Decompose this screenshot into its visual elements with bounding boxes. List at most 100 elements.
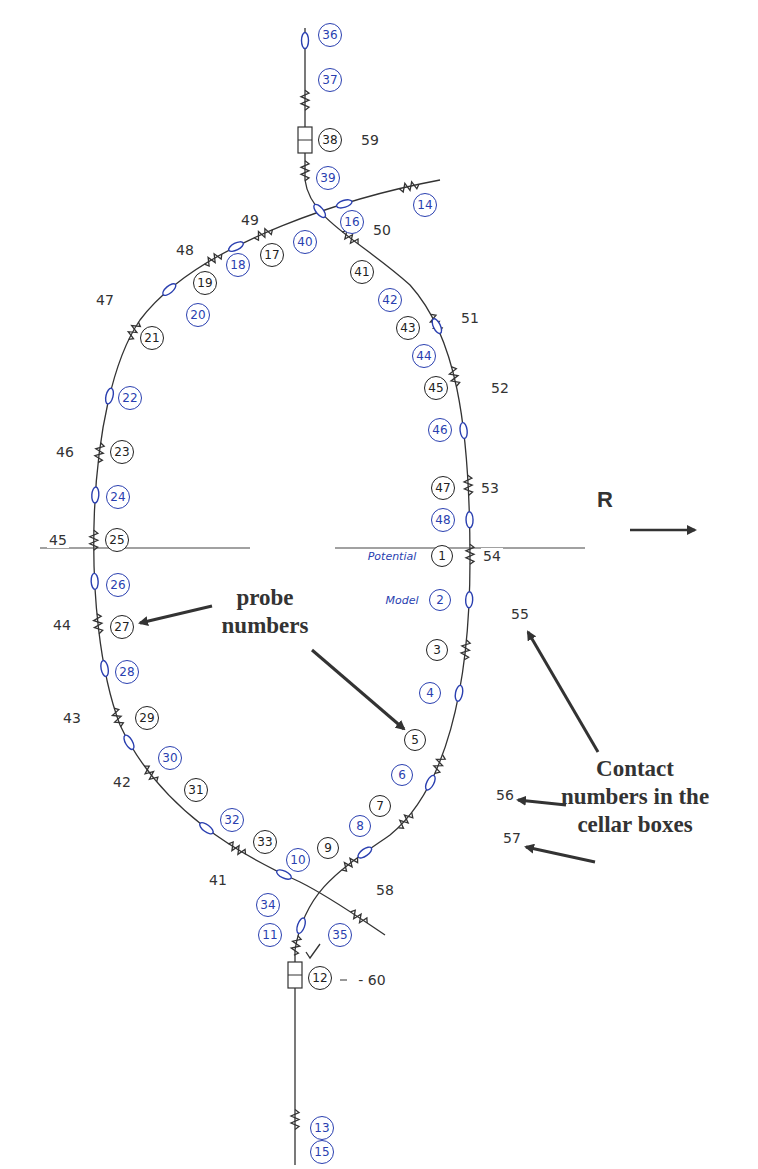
electrode-oval xyxy=(122,734,136,751)
probe-number-circle: 45 xyxy=(424,376,448,400)
contact-number: 59 xyxy=(359,132,381,148)
resistor-symbol xyxy=(466,544,474,564)
probe-number: 34 xyxy=(260,898,275,912)
probe-number-circle: 33 xyxy=(253,830,277,854)
contact-number: 51 xyxy=(459,310,481,326)
resistor-symbol xyxy=(94,442,104,463)
electrode-oval xyxy=(424,774,437,791)
probe-number-circle: 17 xyxy=(260,243,284,267)
electrode-oval xyxy=(336,198,353,209)
probe-number-circle: 13 xyxy=(310,1116,334,1140)
dash-mark xyxy=(340,980,347,981)
electrode-oval xyxy=(312,203,328,220)
resistor-symbol xyxy=(110,707,124,729)
electrode-oval xyxy=(459,422,468,439)
cellar-box-symbol xyxy=(288,975,302,976)
probe-number: 24 xyxy=(110,490,125,504)
resistor-symbol xyxy=(460,639,470,660)
probe-number-circle: 8 xyxy=(349,815,371,837)
contact-number: - 60 xyxy=(356,972,387,988)
probe-number-circle: 10 xyxy=(286,848,310,872)
probe-number-circle: 37 xyxy=(318,68,342,92)
probe-number-circle: 34 xyxy=(256,893,280,917)
probe-number-circle: 41 xyxy=(350,260,374,284)
probe-number: 17 xyxy=(264,248,279,262)
probe-number-circle: 1 xyxy=(431,545,453,567)
probe-number-circle: 3 xyxy=(426,639,448,661)
contact-number: 45 xyxy=(47,532,69,548)
probe-number: 41 xyxy=(354,265,369,279)
contact-number: 50 xyxy=(371,222,393,238)
contact-number: 44 xyxy=(51,617,73,633)
probe-number-circle: 26 xyxy=(106,573,130,597)
probe-number-circle: 19 xyxy=(193,271,217,295)
electrode-oval xyxy=(275,868,292,881)
resistor-symbol xyxy=(398,180,419,192)
probe-number: 5 xyxy=(411,733,419,747)
resistor-symbol xyxy=(428,313,444,334)
probe-number: 15 xyxy=(314,1145,329,1159)
probe-number-circle: 20 xyxy=(186,303,210,327)
probe-number: 9 xyxy=(324,841,332,855)
probe-number-circle: 48 xyxy=(431,508,455,532)
probe-number-circle: 47 xyxy=(431,476,455,500)
contact-number: 55 xyxy=(509,606,531,622)
probe-number-circle: 46 xyxy=(428,418,452,442)
probe-number: 29 xyxy=(139,711,154,725)
probe-number: 13 xyxy=(314,1121,329,1135)
probe-number-circle: 16 xyxy=(340,210,364,234)
leader-arrow xyxy=(528,632,598,752)
probe-number: 37 xyxy=(322,73,337,87)
probe-number: 48 xyxy=(435,513,450,527)
probe-number-circle: 5 xyxy=(404,729,426,751)
resistor-symbol xyxy=(253,226,275,241)
axis-line xyxy=(335,547,585,548)
resistor-symbol xyxy=(431,753,446,775)
direction-arrow xyxy=(630,529,695,532)
probe-number: 38 xyxy=(322,133,337,147)
probe-number: 14 xyxy=(417,198,432,212)
probe-number: 1 xyxy=(438,549,446,563)
probe-number: 3 xyxy=(433,643,441,657)
contact-number: 41 xyxy=(207,872,229,888)
cellar-box-symbol xyxy=(288,962,302,988)
resistor-symbol xyxy=(202,251,223,268)
probe-number: 33 xyxy=(257,835,272,849)
callout-text: probe numbers xyxy=(198,584,332,640)
probe-number: 12 xyxy=(312,971,327,985)
probe-number: 4 xyxy=(426,686,434,700)
resistor-symbol xyxy=(290,935,302,956)
cellar-box-symbol xyxy=(298,127,312,153)
contact-number: 57 xyxy=(501,830,523,846)
resistor-symbol xyxy=(339,854,360,873)
probe-number-circle: 27 xyxy=(110,615,134,639)
check-mark xyxy=(306,944,320,958)
leader-arrow xyxy=(312,650,404,729)
probe-number-circle: 23 xyxy=(110,440,134,464)
electrode-oval xyxy=(91,487,99,503)
wire-left-arc xyxy=(94,180,440,935)
probe-number-circle: 24 xyxy=(106,485,130,509)
probe-number-circle: 35 xyxy=(328,923,352,947)
probe-number-circle: 42 xyxy=(378,288,402,312)
probe-number-circle: 40 xyxy=(293,230,317,254)
probe-number: 11 xyxy=(262,928,277,942)
probe-number: 47 xyxy=(435,481,450,495)
callout-text: Contact numbers in the cellar boxes xyxy=(558,755,712,839)
contact-number: 54 xyxy=(481,548,503,564)
contact-number: 53 xyxy=(479,480,501,496)
electrode-oval xyxy=(198,821,215,836)
probe-number-circle: 9 xyxy=(317,837,339,859)
probe-number-circle: 14 xyxy=(413,193,437,217)
handwritten-note: Model xyxy=(383,594,420,607)
probe-number: 32 xyxy=(224,813,239,827)
probe-number-circle: 39 xyxy=(316,166,340,190)
electrode-oval xyxy=(356,845,373,860)
resistor-symbol xyxy=(301,161,309,181)
contact-number: 58 xyxy=(374,882,396,898)
probe-number: 45 xyxy=(428,381,443,395)
probe-number: 18 xyxy=(230,258,245,272)
resistor-symbol xyxy=(141,764,160,785)
probe-number: 6 xyxy=(398,768,406,782)
probe-number: 30 xyxy=(162,751,177,765)
